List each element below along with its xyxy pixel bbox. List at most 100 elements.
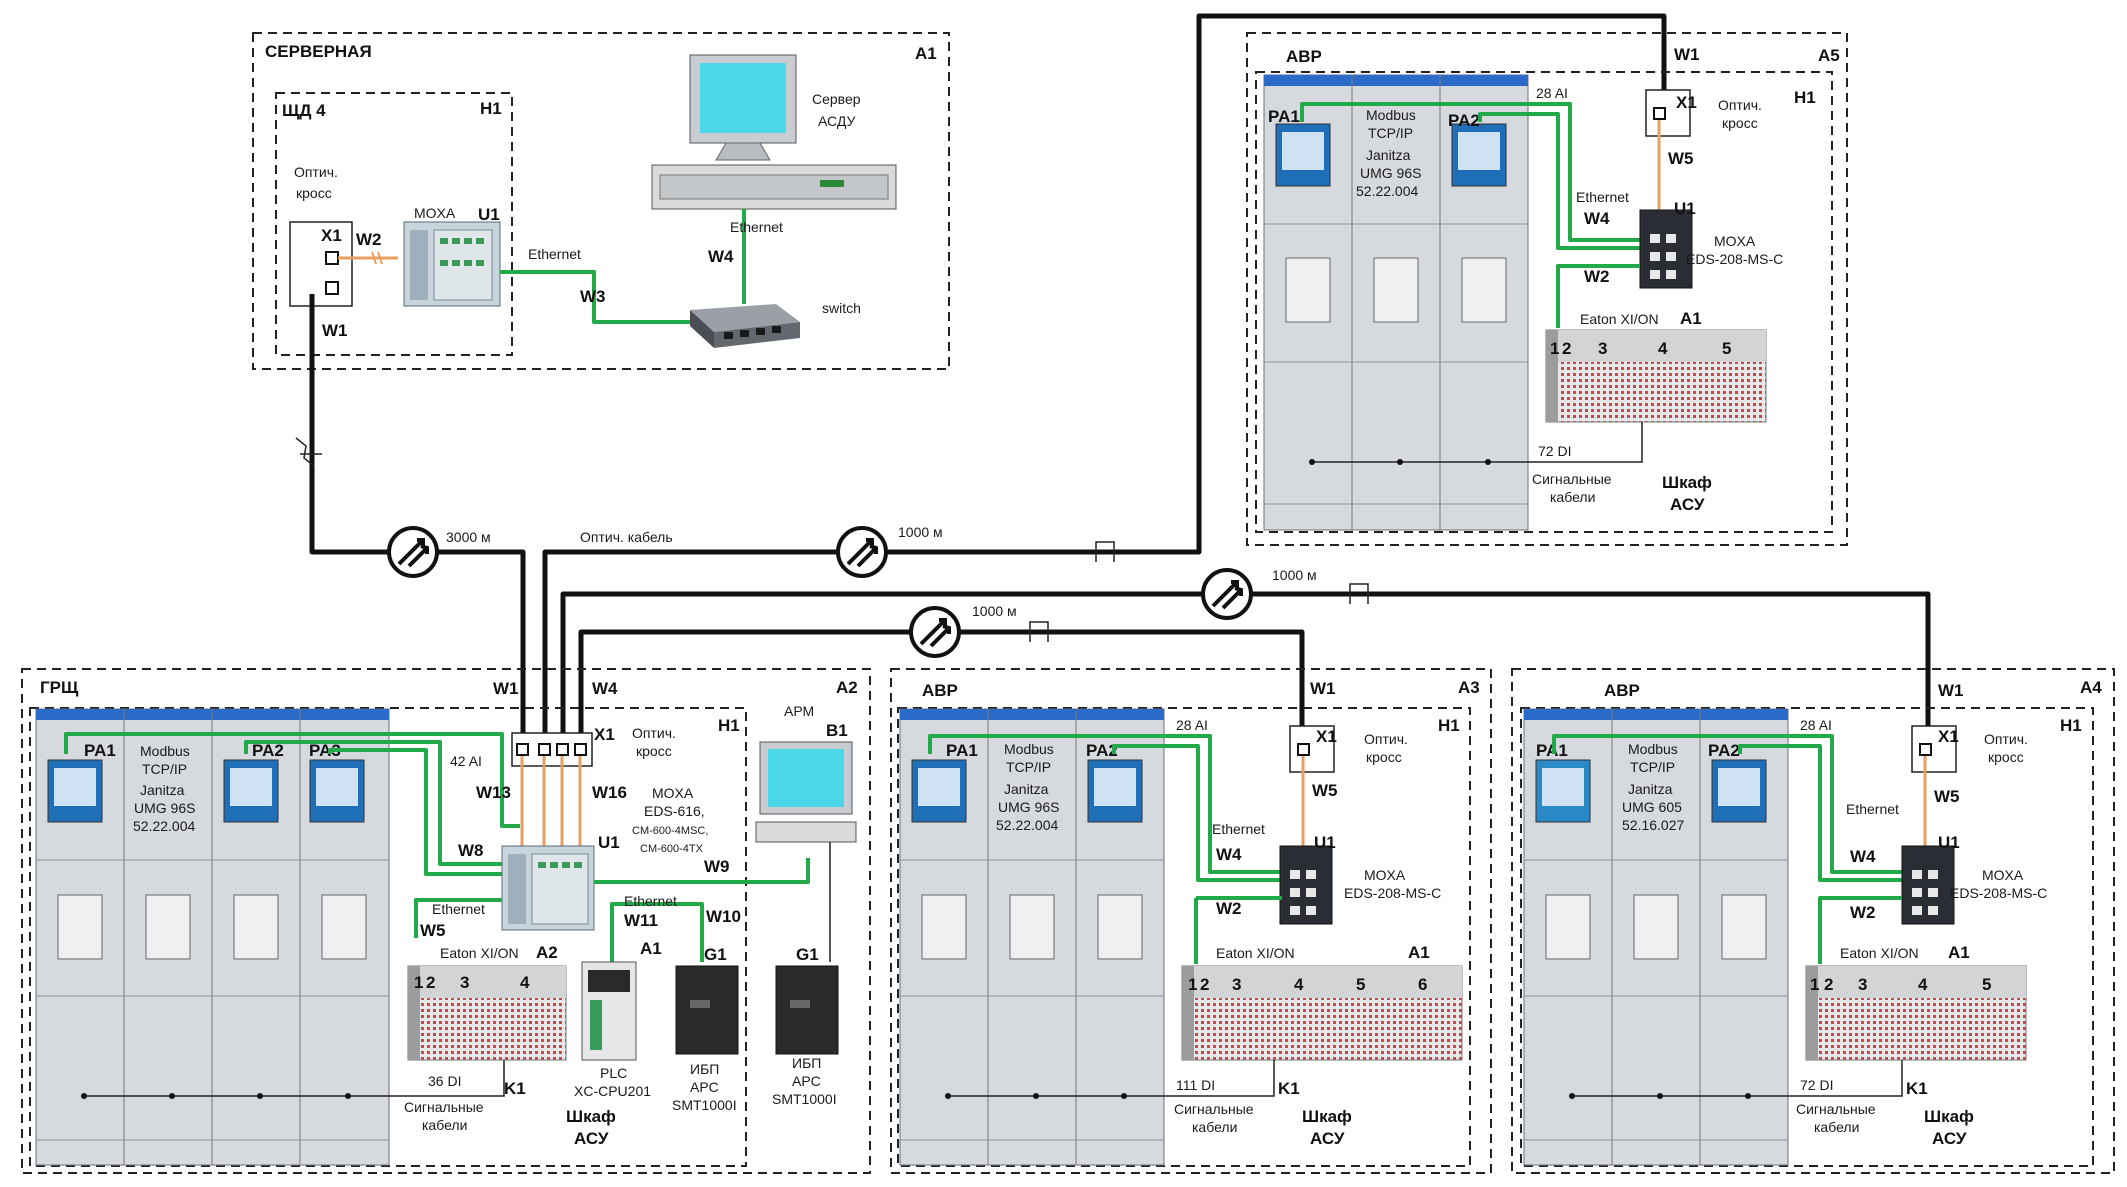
avr-a4-section: АВР А4 Н1 W1 PA1 PA2 Modbus TCP/IP Janit… <box>1511 668 2115 1174</box>
avr-a5-section: АВР А5 Н1 W1 PA1 PA2 Modbus TCP/IP Janit… <box>1246 32 1848 546</box>
grsh-tag: А2 <box>836 678 858 697</box>
avr5-modbus-1: Modbus <box>1366 107 1416 123</box>
avr4-title: АВР <box>1604 681 1640 700</box>
avr5-w1: W1 <box>1674 45 1700 64</box>
w1-label: W1 <box>322 321 348 340</box>
avr3-w4: W4 <box>1216 845 1242 864</box>
avr3-modbus-4: UMG 96S <box>998 799 1059 815</box>
grsh-eth2: Ethernet <box>624 893 677 909</box>
avr3-x1: X1 <box>1316 727 1337 746</box>
grsh-ups-3: SMT1000I <box>672 1097 737 1113</box>
avr3-eaton <box>1181 965 1463 1061</box>
avr4-cross-l2: кросс <box>1988 749 2024 765</box>
grsh-asu-l2: АСУ <box>574 1129 609 1148</box>
panel-tag: Н1 <box>480 99 502 118</box>
grsh-slot-2: 2 <box>426 973 435 992</box>
avr3-moxa <box>1279 845 1333 925</box>
avr5-moxa <box>1639 209 1693 289</box>
avr4-di: 72 DI <box>1800 1077 1833 1093</box>
avr5-w5: W5 <box>1668 149 1694 168</box>
avr3-pa2: PA2 <box>1086 741 1118 760</box>
avr5-a1: A1 <box>1680 309 1702 328</box>
avr5-eaton <box>1545 329 1767 423</box>
grsh-ups2-1: ИБП <box>792 1055 821 1071</box>
plc-device <box>581 961 637 1061</box>
grsh-slot-1: 1 <box>414 973 423 992</box>
avr4-w4: W4 <box>1850 847 1876 866</box>
avr4-x1: X1 <box>1938 727 1959 746</box>
avr4-sig-l2: кабели <box>1814 1119 1859 1135</box>
grsh-g1a: G1 <box>704 945 727 964</box>
avr4-asu-l2: АСУ <box>1932 1129 1967 1148</box>
grsh-w9: W9 <box>704 857 730 876</box>
avr4-pa1: PA1 <box>1536 741 1568 760</box>
avr4-pa2: PA2 <box>1708 741 1740 760</box>
avr5-moxa-2: EDS-208-MS-C <box>1686 251 1783 267</box>
w2-label: W2 <box>356 230 382 249</box>
avr5-cross-l1: Оптич. <box>1718 97 1762 113</box>
grsh-cabinet <box>35 708 390 1166</box>
distance-label-3: 1000 м <box>1272 567 1317 583</box>
ups-device-1 <box>675 965 739 1055</box>
avr4-eth: Ethernet <box>1846 801 1899 817</box>
avr3-w2: W2 <box>1216 899 1242 918</box>
grsh-w13: W13 <box>476 783 511 802</box>
grsh-cross-l2: кросс <box>636 743 672 759</box>
avr3-asu-l2: АСУ <box>1310 1129 1345 1148</box>
grsh-moxa-1: MOXA <box>652 785 694 801</box>
avr3-cross-l2: кросс <box>1366 749 1402 765</box>
avr4-w2: W2 <box>1850 903 1876 922</box>
avr4-u1: U1 <box>1938 833 1960 852</box>
grsh-ai: 42 AI <box>450 753 482 769</box>
avr3-slot-6: 6 <box>1418 975 1427 994</box>
avr4-moxa <box>1901 845 1955 925</box>
grsh-ups2-2: APC <box>792 1073 821 1089</box>
avr3-slot-2: 2 <box>1200 975 1209 994</box>
avr5-ai: 28 AI <box>1536 85 1568 101</box>
avr3-k1: K1 <box>1278 1079 1300 1098</box>
avr5-moxa-1: MOXA <box>1714 233 1756 249</box>
grsh-eth1: Ethernet <box>432 901 485 917</box>
server-room-tag: А1 <box>915 44 937 63</box>
avr4-slot-1: 1 <box>1810 975 1819 994</box>
avr4-eaton-label: Eaton XI/ON <box>1840 945 1919 961</box>
grsh-k1: K1 <box>504 1079 526 1098</box>
avr5-asu-l2: АСУ <box>1670 495 1705 514</box>
grsh-modbus-4: UMG 96S <box>134 800 195 816</box>
grsh-a1: A1 <box>640 939 662 958</box>
avr3-modbus-2: TCP/IP <box>1006 759 1051 775</box>
distance-label-2: 1000 м <box>898 524 943 540</box>
arm-workstation <box>755 741 857 843</box>
avr3-cabinet <box>899 708 1165 1166</box>
avr4-moxa-1: MOXA <box>1982 867 2024 883</box>
avr5-u1: U1 <box>1674 199 1696 218</box>
avr5-pa2: PA2 <box>1448 111 1480 130</box>
x1-label: X1 <box>321 226 342 245</box>
avr4-modbus-4: UMG 605 <box>1622 799 1682 815</box>
avr3-ai: 28 AI <box>1176 717 1208 733</box>
grsh-pa2: PA2 <box>252 741 284 760</box>
avr3-asu-l1: Шкаф <box>1302 1107 1352 1126</box>
avr5-sig-l2: кабели <box>1550 489 1595 505</box>
avr3-moxa-2: EDS-208-MS-C <box>1344 885 1441 901</box>
grsh-moxa-3: CM-600-4MSC, <box>632 825 708 837</box>
optical-cross-box <box>289 221 353 307</box>
grsh-slot-3: 3 <box>460 973 469 992</box>
grsh-arm: АРМ <box>784 703 814 719</box>
avr5-cabinet <box>1263 74 1529 531</box>
avr3-tag: А3 <box>1458 678 1480 697</box>
grsh-g1b: G1 <box>796 945 819 964</box>
avr4-slot-2: 2 <box>1824 975 1833 994</box>
avr4-tag: А4 <box>2080 678 2102 697</box>
avr4-modbus-2: TCP/IP <box>1630 759 1675 775</box>
avr3-eaton-label: Eaton XI/ON <box>1216 945 1295 961</box>
grsh-ups2-3: SMT1000I <box>772 1091 837 1107</box>
avr3-w1: W1 <box>1310 679 1336 698</box>
avr3-eth: Ethernet <box>1212 821 1265 837</box>
avr3-slot-4: 4 <box>1294 975 1304 994</box>
grsh-modbus-5: 52.22.004 <box>133 818 195 834</box>
avr3-h1: Н1 <box>1438 716 1460 735</box>
avr3-sig-l1: Сигнальные <box>1174 1101 1254 1117</box>
server-monitor <box>651 54 897 210</box>
cable-label: Оптич. кабель <box>580 529 673 545</box>
